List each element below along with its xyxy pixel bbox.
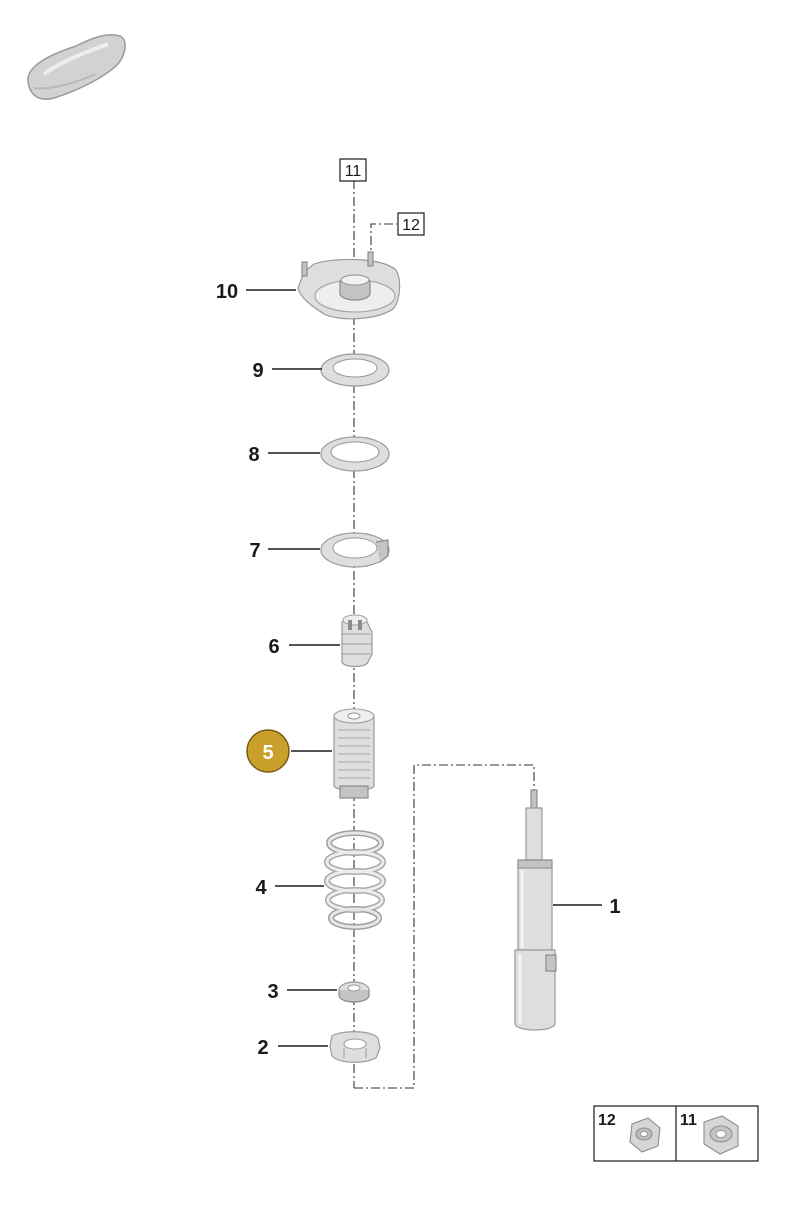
legend-item-11[interactable]: 11: [680, 1112, 739, 1155]
callout-3[interactable]: 3: [267, 981, 278, 1003]
callout-4[interactable]: 4: [255, 877, 267, 899]
reference-label-11: 11: [345, 163, 362, 180]
callout-5-highlight[interactable]: 5: [246, 729, 290, 773]
part-3-nut[interactable]: [338, 981, 370, 1003]
part-7-spring-seat[interactable]: [320, 532, 390, 568]
nut-icon: [629, 1117, 661, 1153]
callout-5: 5: [262, 742, 273, 764]
callout-8[interactable]: 8: [248, 444, 259, 466]
callout-2[interactable]: 2: [257, 1037, 268, 1059]
callout-1[interactable]: 1: [609, 896, 620, 918]
part-8-washer[interactable]: [320, 436, 390, 472]
callout-7[interactable]: 7: [249, 540, 260, 562]
reference-box-12[interactable]: 12: [397, 212, 425, 236]
part-10-top-mount[interactable]: [297, 251, 401, 320]
legend-label-11: 11: [680, 1112, 697, 1129]
callout-6[interactable]: 6: [268, 636, 279, 658]
callout-10[interactable]: 10: [216, 281, 238, 303]
reference-line-12: [370, 223, 397, 262]
connection-line: [354, 764, 535, 1089]
part-4-coil-spring[interactable]: [324, 830, 386, 930]
part-2-nut[interactable]: [329, 1031, 381, 1063]
reference-label-12: 12: [402, 217, 420, 234]
car-silhouette-icon: [27, 34, 126, 100]
legend-item-12[interactable]: 12: [598, 1112, 661, 1153]
nut-icon: [703, 1115, 739, 1155]
part-9-washer[interactable]: [320, 353, 390, 387]
part-5-protective-boot[interactable]: [333, 708, 375, 799]
legend-table: 12 11: [593, 1105, 759, 1162]
part-6-bump-stop[interactable]: [341, 614, 373, 668]
legend-label-12: 12: [598, 1112, 616, 1129]
part-1-shock-absorber[interactable]: [514, 789, 557, 1031]
callout-9[interactable]: 9: [252, 360, 263, 382]
reference-box-11[interactable]: 11: [339, 158, 367, 182]
